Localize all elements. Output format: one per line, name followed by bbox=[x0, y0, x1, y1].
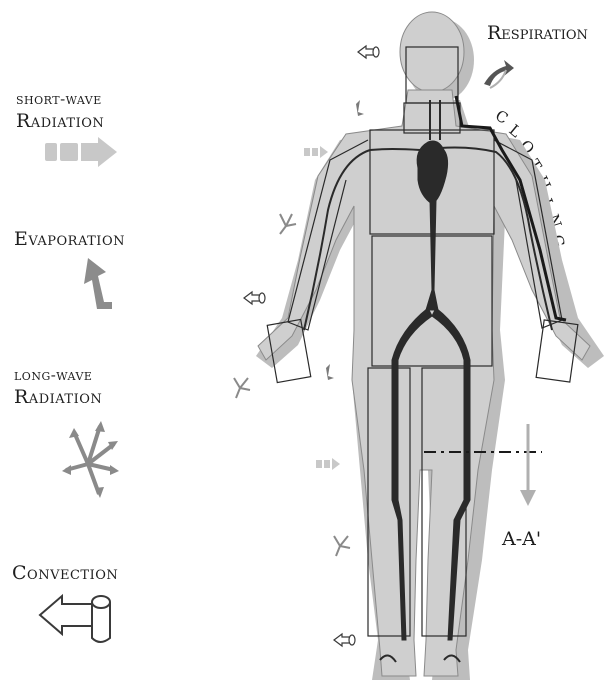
longwave-radiation-burst-icon bbox=[62, 421, 119, 498]
shortwave-radiation-arrow-icon bbox=[45, 137, 117, 167]
body-silhouette bbox=[258, 12, 590, 676]
evaporation-arrow-icon bbox=[84, 258, 112, 309]
convection-arrow-icon bbox=[40, 596, 110, 642]
respiration-arrow-icon bbox=[484, 60, 514, 88]
